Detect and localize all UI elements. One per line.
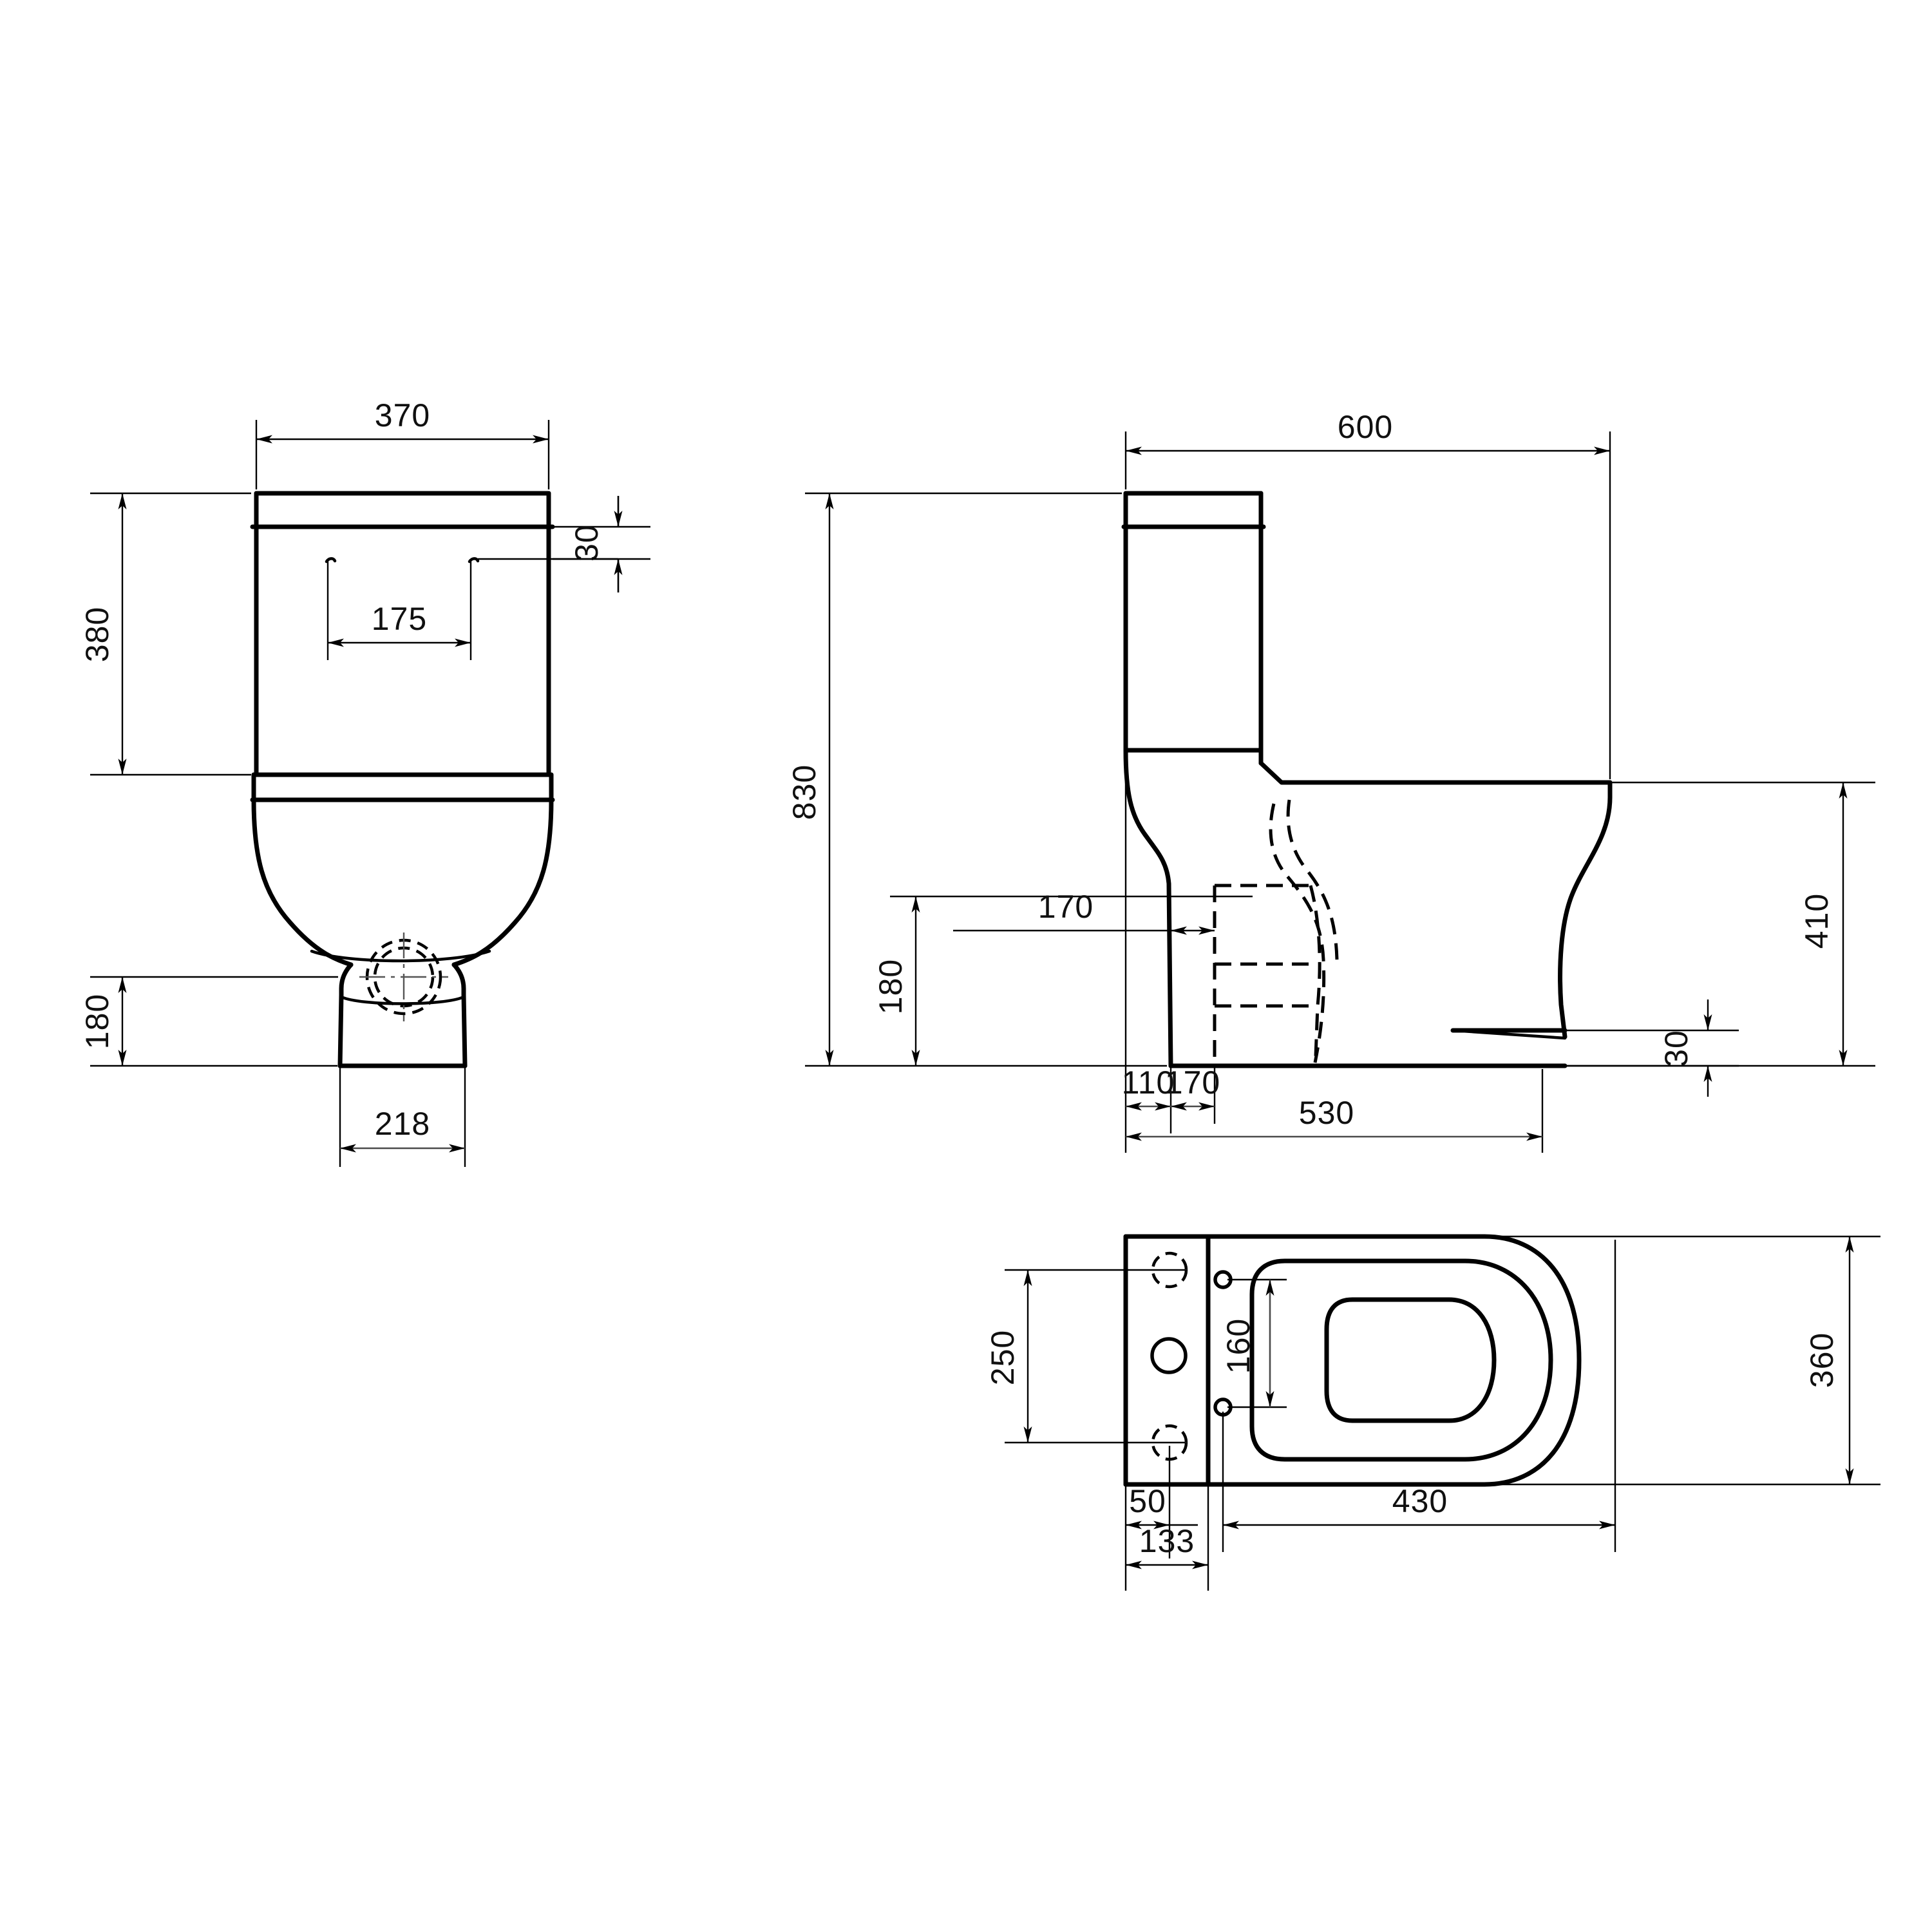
dim-side-total-depth: 600	[1338, 409, 1393, 445]
dim-front-lid-thickness: 30	[569, 524, 605, 562]
dim-front-foot-width: 218	[375, 1106, 430, 1142]
dim-side-outlet-height: 180	[873, 959, 909, 1014]
dim-side-total-height: 830	[786, 764, 822, 820]
dim-plan-edge-offset: 50	[1129, 1483, 1166, 1519]
dim-plan-seat-fixing: 160	[1220, 1318, 1256, 1374]
side-elevation-dimensions: 600 830 180 170 410 30	[786, 409, 1875, 1153]
dim-side-seat-height: 410	[1799, 893, 1835, 949]
front-elevation-geometry	[250, 491, 555, 1068]
dim-plan-bowl-length: 430	[1392, 1483, 1448, 1519]
dim-front-width: 370	[375, 397, 430, 433]
dim-front-cistern-height: 380	[79, 607, 115, 662]
dim-side-foot-offset: 110	[1122, 1065, 1175, 1101]
dim-plan-cistern-depth: 133	[1139, 1523, 1195, 1559]
front-elevation-dimensions: 370 380 30 175 180	[79, 397, 650, 1167]
dim-side-outlet-width: 170	[1165, 1065, 1220, 1101]
dim-side-rim-thickness: 30	[1658, 1030, 1694, 1067]
dim-plan-width: 360	[1804, 1332, 1840, 1388]
dim-front-outlet-height: 180	[79, 994, 115, 1049]
dim-side-pan-depth: 530	[1299, 1095, 1354, 1131]
side-elevation-geometry	[1121, 491, 1613, 1068]
dim-plan-fixing-centres: 250	[985, 1330, 1021, 1385]
plan-view-geometry	[1123, 1234, 1582, 1487]
dim-front-button-spacing: 175	[372, 601, 427, 637]
plan-view-dimensions: 250 160 360 50 133 430	[985, 1235, 1880, 1591]
dim-side-outlet-offset: 170	[1038, 889, 1094, 925]
